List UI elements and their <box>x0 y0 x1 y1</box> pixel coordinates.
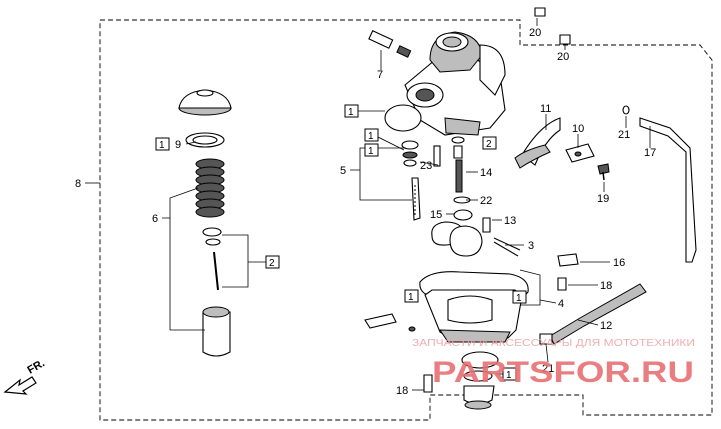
callout-22: 22 <box>480 195 492 207</box>
front-arrow-icon <box>3 376 37 395</box>
callout-labels: 8 9 6 7 5 23 14 22 15 13 3 4 11 10 19 21… <box>75 27 656 397</box>
callout-18-right: 18 <box>600 280 612 292</box>
callout-21-top: 21 <box>618 129 630 141</box>
callout-16: 16 <box>613 257 625 269</box>
callout-23: 23 <box>420 160 432 172</box>
callout-13: 13 <box>504 215 516 227</box>
jet-parts <box>384 104 521 257</box>
callout-10: 10 <box>572 123 584 135</box>
callout-8: 8 <box>75 178 81 190</box>
right-upper-parts <box>514 105 697 263</box>
callout-4: 4 <box>558 298 564 310</box>
callout-15: 15 <box>430 209 442 221</box>
boxed-ref-1: 1 <box>408 292 414 303</box>
boxed-ref-1: 1 <box>368 146 374 157</box>
boxed-ref-1: 1 <box>368 131 374 142</box>
callout-19: 19 <box>597 193 609 205</box>
front-direction-indicator: FR. <box>3 357 47 395</box>
boxed-ref-1: 1 <box>348 107 354 118</box>
boxed-references: 1 2 1 1 1 2 1 1 1 <box>155 104 527 381</box>
boxed-ref-1: 1 <box>506 370 512 381</box>
boxed-ref-1: 1 <box>516 293 522 304</box>
callout-9: 9 <box>175 139 181 151</box>
leader-lines <box>85 18 651 391</box>
callout-7: 7 <box>377 69 383 81</box>
callout-6: 6 <box>152 213 158 225</box>
callout-20-second: 20 <box>557 51 569 63</box>
direction-label: FR. <box>26 357 47 376</box>
callout-17: 17 <box>644 147 656 159</box>
boxed-ref-2: 2 <box>269 258 275 269</box>
callout-12: 12 <box>600 320 612 332</box>
callout-14: 14 <box>480 167 492 179</box>
carburetor-body <box>368 7 571 136</box>
throttle-valve-group <box>178 89 232 357</box>
watermark: ЗАПЧАСТИ И АКСЕССУАРЫ ДЛЯ МОТОТЕХНИКИ PA… <box>412 338 695 389</box>
boxed-ref-2: 2 <box>486 139 492 150</box>
callout-11: 11 <box>540 103 551 115</box>
callout-20-top: 20 <box>529 27 541 39</box>
callout-21-bottom: 21 <box>542 363 554 375</box>
callout-18-bottom: 18 <box>396 385 408 397</box>
boxed-ref-1: 1 <box>159 140 165 151</box>
float-bowl-group <box>364 253 647 410</box>
watermark-brand: PARTSFOR.RU <box>432 356 694 389</box>
throttle-spring <box>195 158 225 218</box>
callout-5: 5 <box>340 165 346 177</box>
assembly-frame <box>99 19 713 421</box>
callout-3: 3 <box>528 240 534 252</box>
watermark-tagline: ЗАПЧАСТИ И АКСЕССУАРЫ ДЛЯ МОТОТЕХНИКИ <box>412 338 695 349</box>
